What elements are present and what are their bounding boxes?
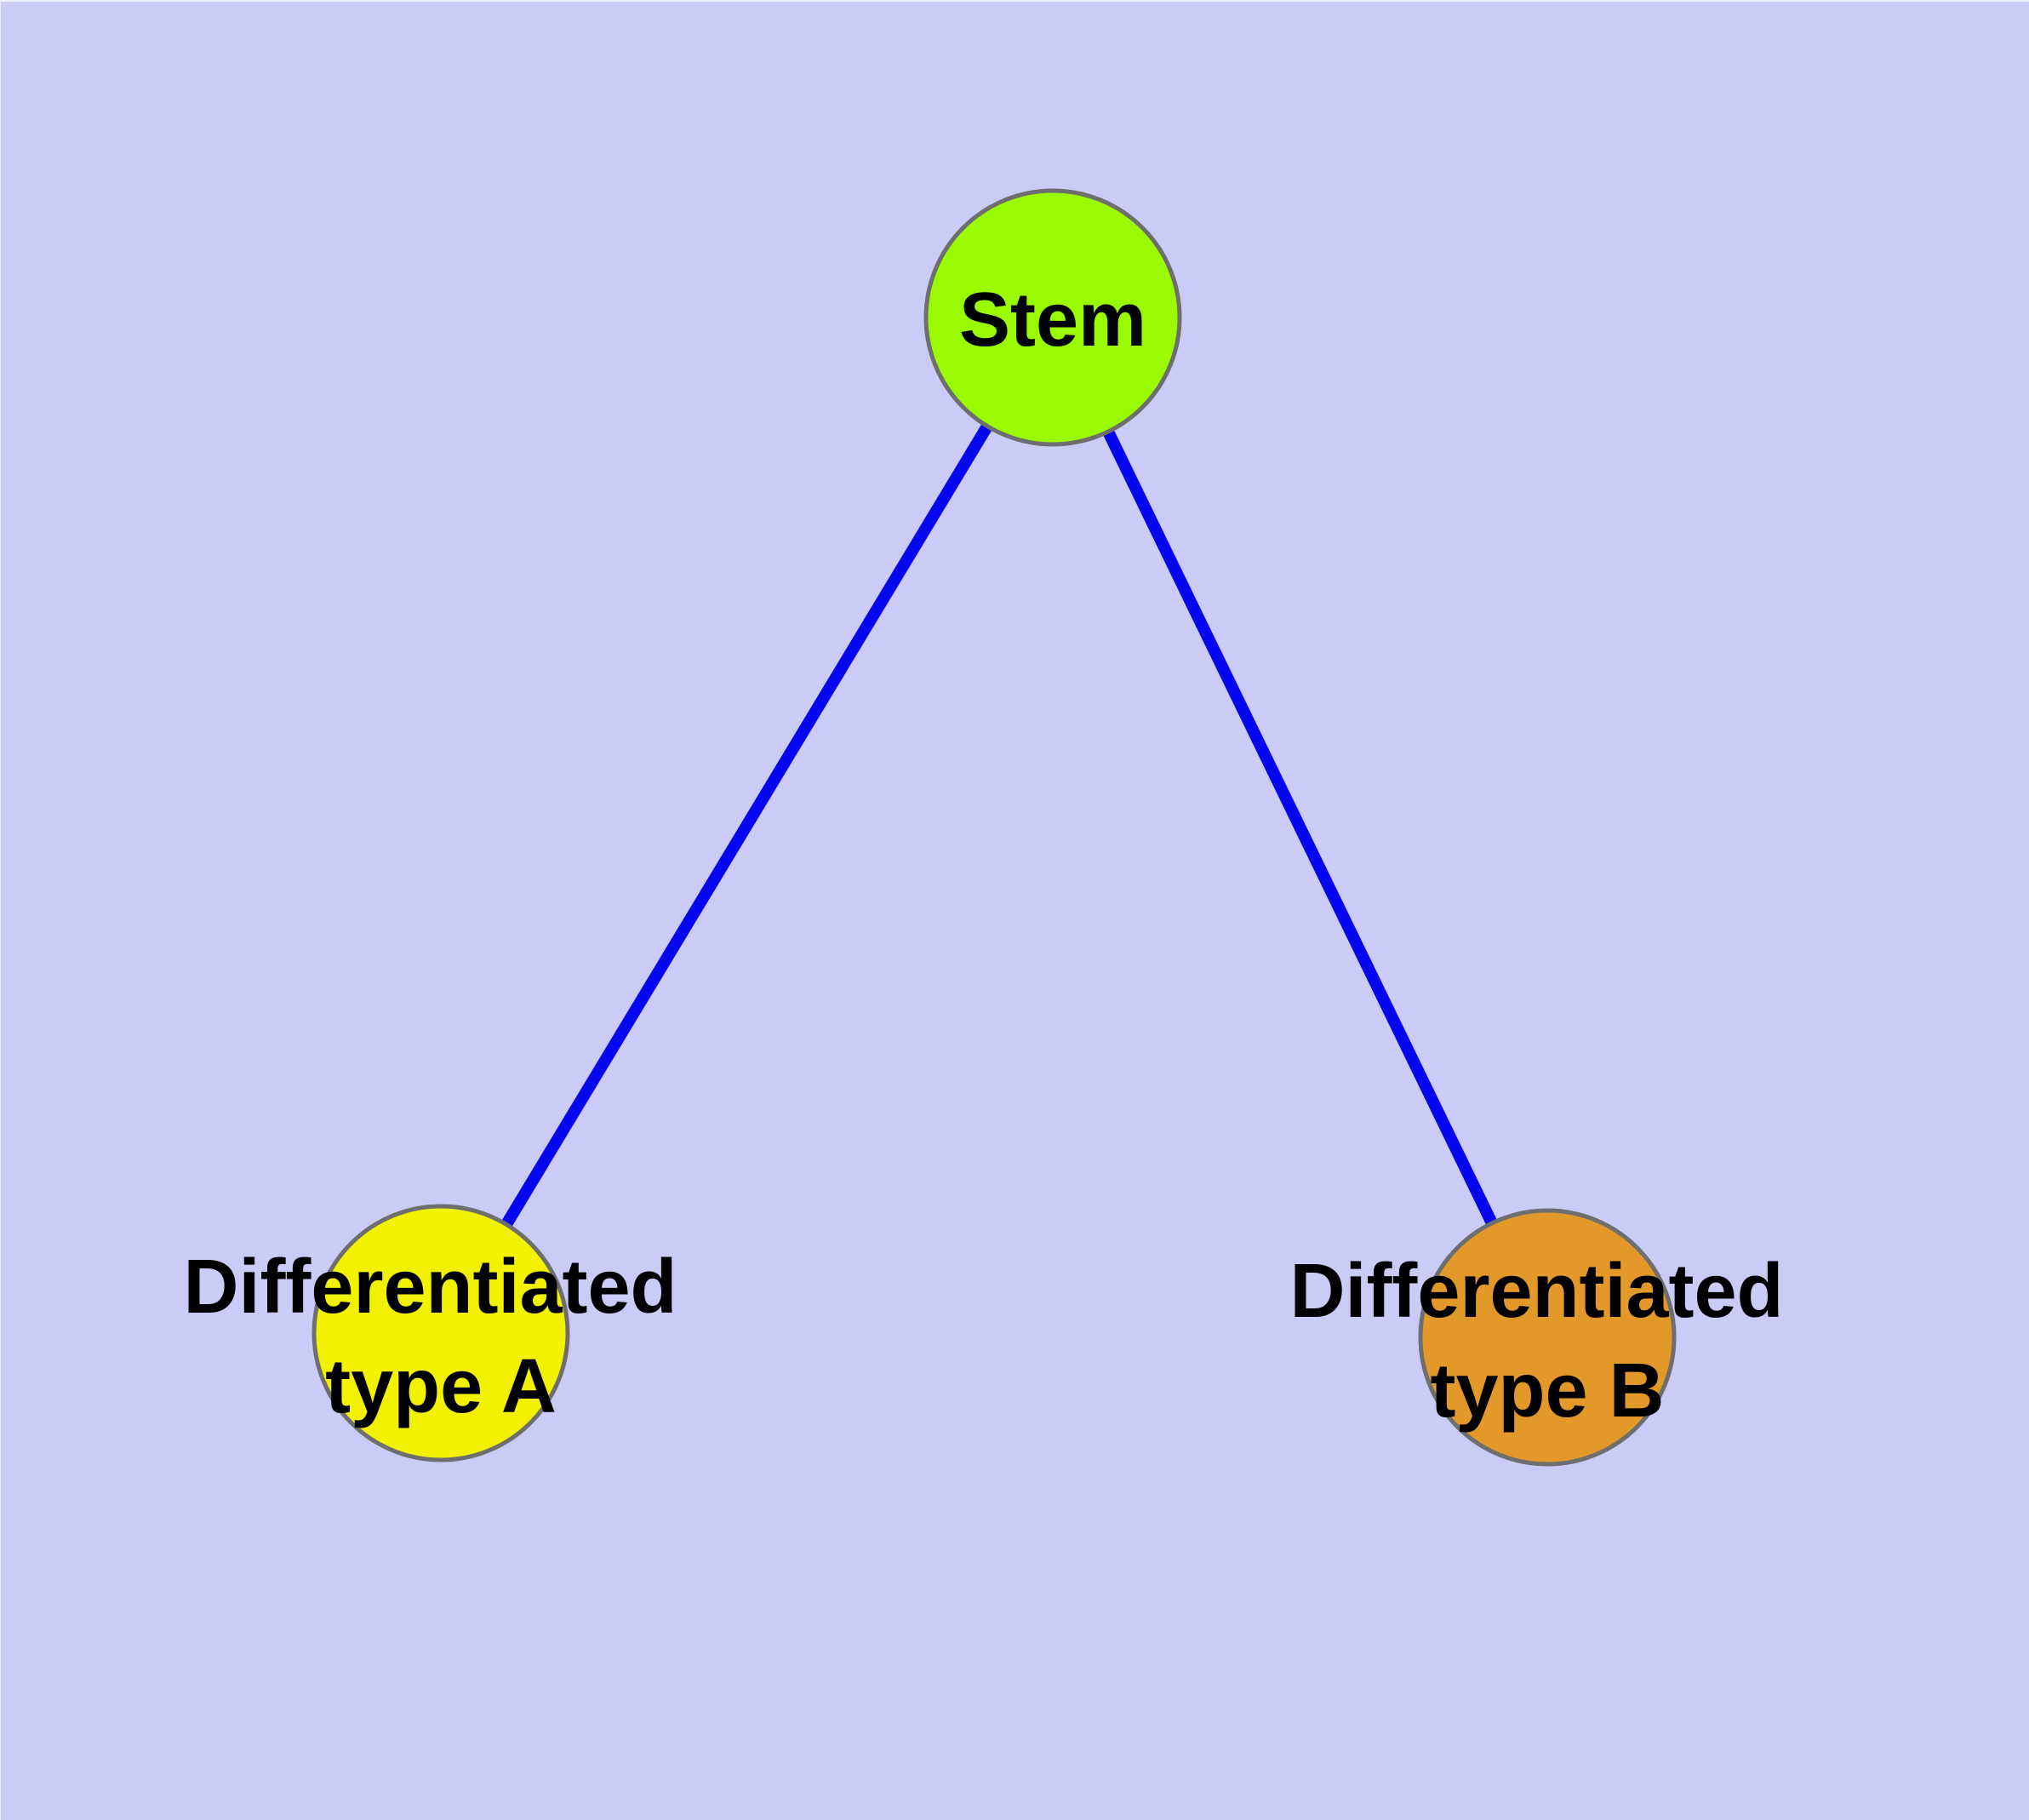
node-label-differentiated-type-b-line2: type B xyxy=(1430,1348,1664,1434)
edge-stem-to-type-b xyxy=(1047,314,1553,1341)
node-label-stem: Stem xyxy=(959,278,1146,363)
node-label-differentiated-type-a-line1: Differentiated xyxy=(183,1245,677,1330)
node-differentiated-type-b xyxy=(1418,1208,1677,1467)
node-label-differentiated-type-a-line2: type A xyxy=(325,1344,557,1429)
node-label-differentiated-type-b: Differentiated type B xyxy=(1289,1249,1804,1434)
node-label-differentiated-type-b-line1: Differentiated xyxy=(1289,1249,1783,1334)
node-label-differentiated-type-a: Differentiated type A xyxy=(183,1245,698,1429)
edge-stem-to-type-a xyxy=(436,314,1058,1336)
node-stem xyxy=(923,188,1182,447)
left-margin-strip xyxy=(0,0,1,1820)
node-differentiated-type-a xyxy=(311,1204,570,1462)
top-margin-strip xyxy=(0,0,2029,2)
